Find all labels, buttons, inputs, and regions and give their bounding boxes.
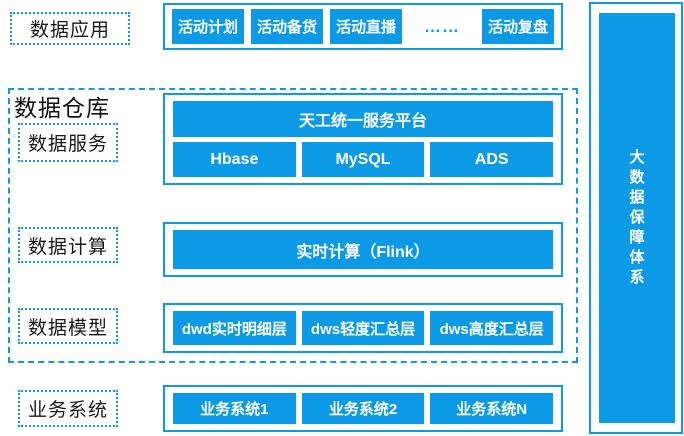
store-hbase: Hbase [173, 142, 296, 177]
app-item-activity-stocking: 活动备货 [251, 9, 323, 44]
store-ads: ADS [430, 142, 554, 177]
data-application-row: 活动计划 活动备货 活动直播 …… 活动复盘 [163, 3, 563, 50]
ellipsis-dots: …… [424, 16, 460, 36]
model-layer-dws-light: dws轻度汇总层 [301, 311, 425, 345]
computing-engine-bar: 实时计算（Flink） [173, 230, 553, 269]
business-system-1: 业务系统1 [173, 393, 296, 424]
model-layer-dwd: dwd实时明细层 [173, 311, 296, 345]
label-data-computing: 数据计算 [18, 227, 118, 263]
model-layer-dws-high: dws高度汇总层 [430, 311, 554, 345]
big-data-guarantee-title: 大数据保障体系 [629, 149, 645, 286]
service-platform-bar: 天工统一服务平台 [173, 101, 553, 137]
label-data-service: 数据服务 [18, 123, 118, 162]
app-item-activity-live: 活动直播 [330, 9, 402, 44]
big-data-guarantee-fill: 大数据保障体系 [599, 13, 675, 423]
label-data-application: 数据应用 [10, 12, 130, 45]
service-stores-row: Hbase MySQL ADS [173, 142, 554, 177]
data-warehouse-region: 数据仓库 [8, 88, 578, 363]
app-item-activity-review: 活动复盘 [482, 9, 554, 44]
business-system-row: 业务系统1 业务系统2 业务系统N [163, 385, 563, 432]
big-data-guarantee-panel: 大数据保障体系 [589, 2, 683, 434]
label-data-model: 数据模型 [18, 308, 118, 344]
data-model-row: dwd实时明细层 dws轻度汇总层 dws高度汇总层 [163, 303, 563, 353]
data-warehouse-title: 数据仓库 [14, 95, 110, 121]
app-item-activity-plan: 活动计划 [172, 9, 244, 44]
data-computing-row: 实时计算（Flink） [163, 222, 563, 277]
store-mysql: MySQL [301, 142, 425, 177]
business-system-2: 业务系统2 [301, 393, 425, 424]
label-business-system: 业务系统 [18, 390, 118, 427]
data-service-row: 天工统一服务平台 Hbase MySQL ADS [163, 93, 563, 185]
business-system-n: 业务系统N [430, 393, 554, 424]
